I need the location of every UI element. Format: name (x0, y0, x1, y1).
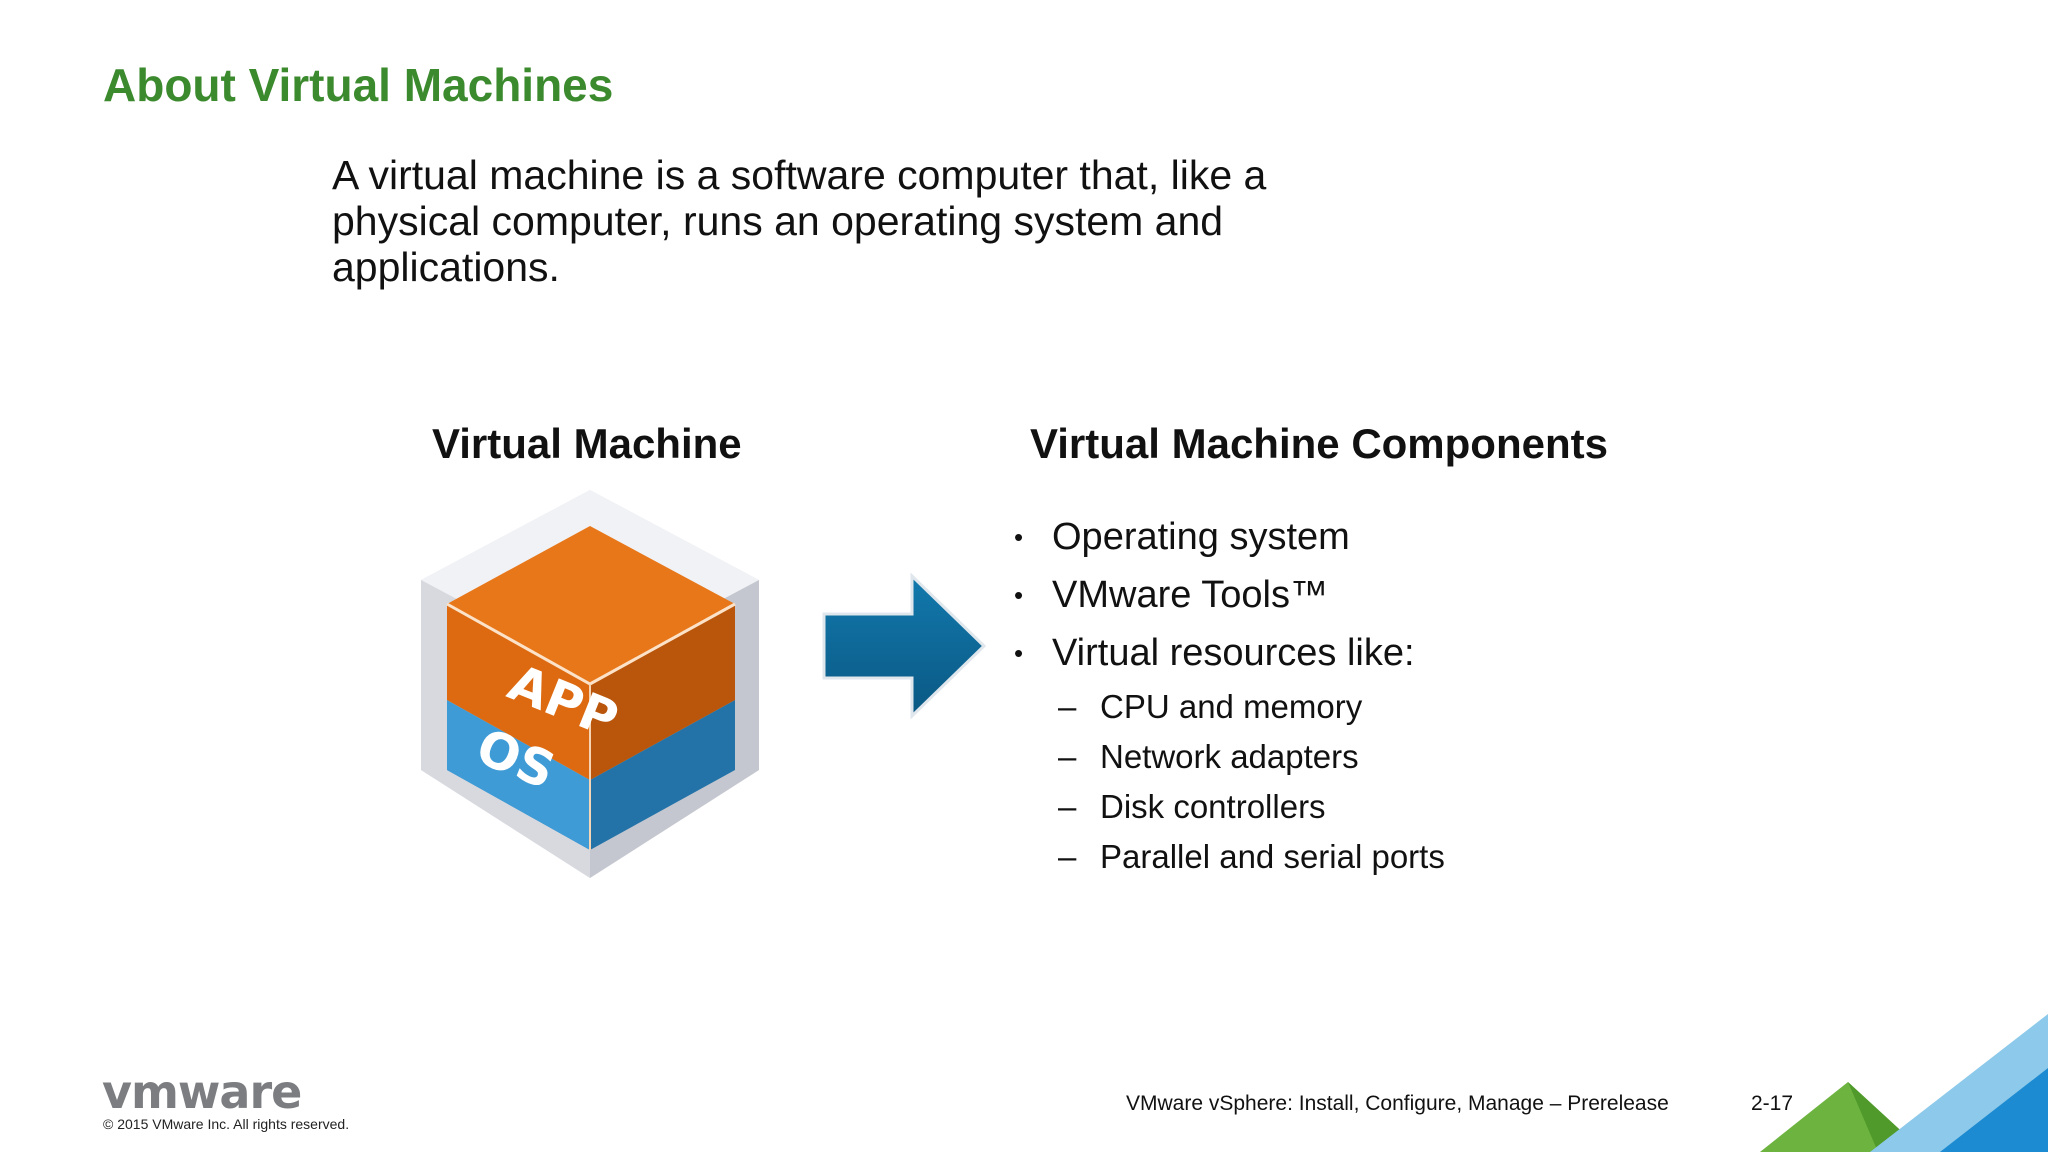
dash-icon: – (1058, 788, 1077, 825)
course-title: VMware vSphere: Install, Configure, Mana… (1126, 1092, 1669, 1115)
sub-list-item: – CPU and memory (1012, 682, 1445, 732)
vm-cube-icon: APP OS (421, 490, 759, 878)
dash-icon: – (1058, 838, 1077, 875)
sub-list: – CPU and memory – Network adapters – Di… (1012, 682, 1445, 882)
sub-list-item: – Disk controllers (1012, 782, 1445, 832)
sub-list-item-label: Parallel and serial ports (1100, 838, 1445, 875)
slide-title: About Virtual Machines (103, 59, 614, 111)
sub-list-container: – CPU and memory – Network adapters – Di… (1012, 682, 1445, 882)
dash-icon: – (1058, 688, 1077, 725)
sub-list-item: – Network adapters (1012, 732, 1445, 782)
sub-list-item-label: Disk controllers (1100, 788, 1326, 825)
page-number: 2-17 (1751, 1092, 1794, 1115)
copyright-text: © 2015 VMware Inc. All rights reserved. (103, 1116, 350, 1132)
list-item-label: Virtual resources like: (1052, 632, 1415, 674)
sub-list-item-label: Network adapters (1100, 738, 1359, 775)
intro-text: A virtual machine is a software computer… (332, 152, 1267, 290)
bullet-icon: • (1014, 522, 1024, 552)
right-arrow-icon (822, 572, 987, 720)
list-item-label: Operating system (1052, 516, 1350, 558)
sub-list-item-label: CPU and memory (1100, 688, 1363, 725)
virtual-machine-heading: Virtual Machine (432, 420, 742, 467)
corner-decoration (1760, 1014, 2048, 1152)
list-item: • Operating system (1012, 508, 1445, 566)
list-item: • VMware Tools™ (1012, 566, 1445, 624)
dash-icon: – (1058, 738, 1077, 775)
list-item: • Virtual resources like: (1012, 624, 1445, 682)
list-item-label: VMware Tools™ (1052, 574, 1328, 616)
components-heading: Virtual Machine Components (1030, 420, 1608, 467)
bullet-icon: • (1014, 580, 1024, 610)
components-list: • Operating system • VMware Tools™ • Vir… (1012, 508, 1445, 882)
bullet-icon: • (1014, 638, 1024, 668)
vmware-logo: vmware (102, 1070, 302, 1114)
vmware-logo-text: vmware (102, 1070, 301, 1114)
sub-list-item: – Parallel and serial ports (1012, 832, 1445, 882)
